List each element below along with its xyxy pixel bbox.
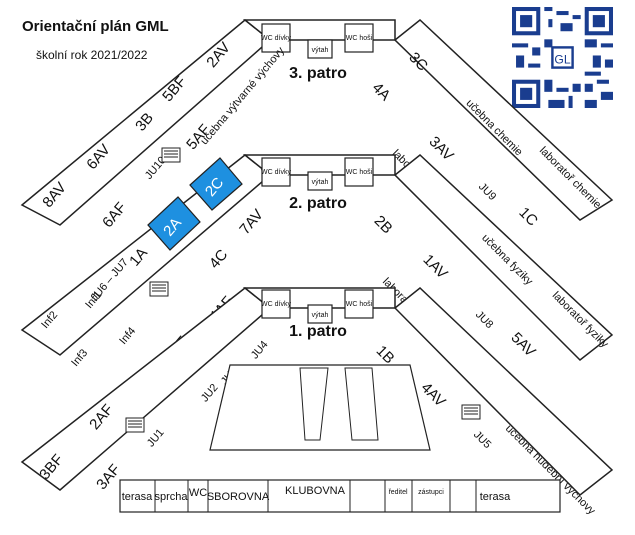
- atrium-pillar-1: [299, 367, 329, 441]
- room-1AV: 1AV: [420, 251, 451, 282]
- club-room: KLUBOVNA: [285, 485, 346, 497]
- ground-strip: [119, 479, 561, 513]
- floor-label-2: 2. patro: [289, 195, 347, 212]
- wc-girls-label-2: WC dívky: [261, 169, 291, 176]
- wc-boys-label-3: WC hoši: [346, 35, 373, 42]
- wc-boys-3: [344, 23, 374, 53]
- stairs-icon: [125, 147, 481, 433]
- headmaster-office: ředitel: [388, 489, 408, 496]
- elevator-label-2: výtah: [312, 179, 329, 186]
- room-2B: 2B: [371, 212, 396, 237]
- room-JU1: JU1: [145, 427, 167, 450]
- wc-boys-label-2: WC hoši: [346, 169, 373, 176]
- room-1B: 1B: [373, 342, 398, 367]
- elevator-label-1: výtah: [312, 312, 329, 319]
- plan-title: Orientační plán GML: [22, 18, 169, 35]
- room-2C-highlight: [189, 157, 243, 211]
- room-3AF: 3AF: [93, 461, 124, 493]
- room-JU9: JU9: [476, 181, 498, 203]
- room-JU8: JU8: [473, 309, 495, 331]
- room-4C: 4C: [206, 246, 231, 272]
- floor-label-3: 3. patro: [289, 65, 347, 82]
- wc-girls-3: [261, 23, 291, 53]
- school-year: školní rok 2021/2022: [36, 48, 148, 62]
- room-6AF: 6AF: [99, 199, 130, 231]
- wc-boys-2: [344, 157, 374, 187]
- second-floor-right-wing: [393, 154, 614, 361]
- wc-boys-1: [344, 289, 374, 319]
- wc-girls-label-1: WC dívky: [261, 301, 291, 308]
- room-Inf4: Inf4: [117, 325, 138, 347]
- wc-staff: WC: [189, 487, 207, 499]
- wc-girls-1: [261, 289, 291, 319]
- elevator-1: [307, 304, 333, 324]
- elevator-3: [307, 39, 333, 59]
- room-Inf3: Inf3: [69, 347, 90, 369]
- terrace-right: terasa: [480, 491, 511, 503]
- floor-label-1: 1. patro: [289, 323, 347, 340]
- room-JU4: JU4: [249, 339, 271, 362]
- shower: sprcha: [154, 491, 188, 503]
- room-JU5: JU5: [471, 429, 493, 451]
- room-4AV: 4AV: [418, 379, 449, 410]
- atrium-pillar-2: [344, 367, 379, 441]
- atrium: [209, 364, 431, 451]
- room-7AV: 7AV: [236, 206, 267, 238]
- room-5AV: 5AV: [508, 329, 539, 360]
- room-4A: 4A: [369, 79, 394, 104]
- svg-text:GL: GL: [554, 53, 570, 67]
- room-3AV: 3AV: [426, 133, 457, 164]
- wc-boys-label-1: WC hoši: [346, 301, 373, 308]
- wc-girls-label-3: WC dívky: [261, 35, 291, 42]
- room-JU2: JU2: [199, 382, 221, 405]
- elevator-2: [307, 171, 333, 191]
- third-floor-right-wing: [393, 19, 614, 221]
- room-1C: 1C: [515, 204, 541, 230]
- terrace-left: terasa: [122, 491, 153, 503]
- first-floor-right-wing: [393, 287, 614, 497]
- room-2A-highlight: [147, 196, 201, 251]
- qr-code-icon: GL: [512, 7, 613, 108]
- staff-room: SBOROVNA: [207, 491, 270, 503]
- deputies-office: zástupci: [418, 489, 444, 496]
- wc-girls-2: [261, 157, 291, 187]
- elevator-label-3: výtah: [312, 47, 329, 54]
